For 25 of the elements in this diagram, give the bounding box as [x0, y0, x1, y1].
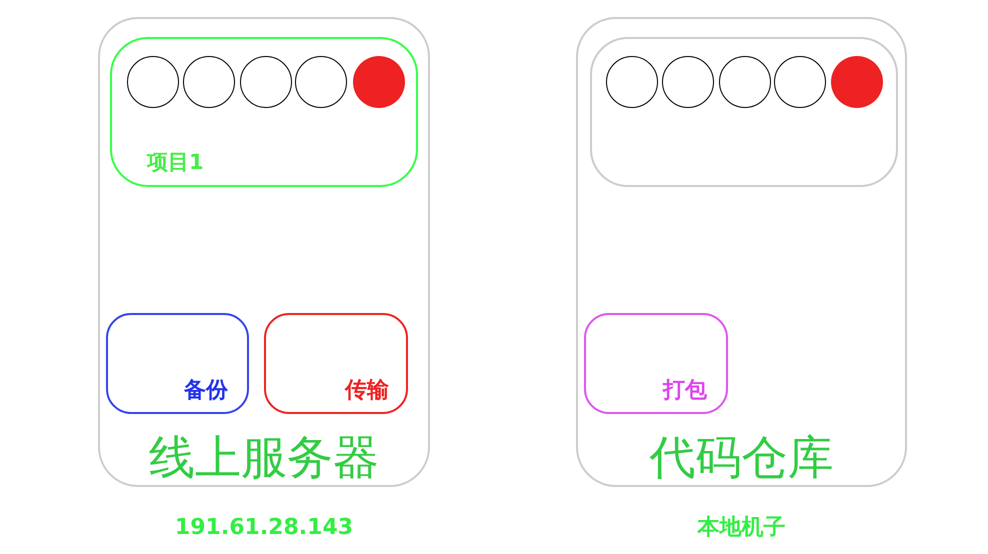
- device-box: [98, 17, 430, 487]
- project-box: [590, 37, 898, 187]
- circle: [606, 56, 658, 108]
- box-label: 打包: [663, 380, 707, 402]
- circle: [831, 56, 883, 108]
- box-label: 传输: [345, 380, 389, 402]
- folder-box: [584, 313, 728, 414]
- device-title: 线上服务器: [148, 434, 380, 480]
- box-label: 项目1: [147, 152, 204, 173]
- address-caption: 本地机子: [696, 517, 786, 539]
- circle: [719, 56, 771, 108]
- device-box: [576, 17, 907, 487]
- address-caption: 191.61.28.143: [174, 517, 354, 539]
- folder-box: [106, 313, 249, 414]
- circle: [353, 56, 405, 108]
- folder-box: [264, 313, 408, 414]
- box-label: 备份: [184, 380, 228, 402]
- project-box: [110, 37, 418, 187]
- circle: [127, 56, 179, 108]
- circle: [662, 56, 714, 108]
- device-title: 代码仓库: [648, 434, 834, 480]
- circle: [295, 56, 347, 108]
- circle: [240, 56, 292, 108]
- circle: [183, 56, 235, 108]
- circle: [774, 56, 826, 108]
